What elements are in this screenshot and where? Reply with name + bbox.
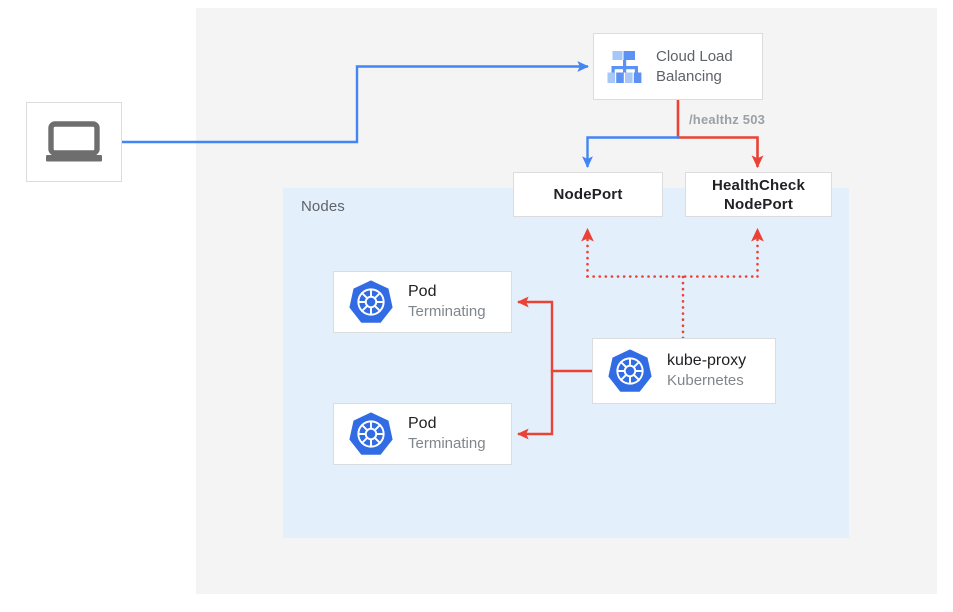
kubernetes-icon — [348, 411, 394, 457]
laptop-icon — [45, 121, 103, 163]
cloud-load-balancing-icon — [606, 50, 644, 84]
kube-proxy-title: kube-proxy — [667, 352, 747, 369]
kubernetes-icon — [607, 348, 653, 394]
clb-label-line2: Balancing — [656, 67, 722, 85]
clb-label-line1: Cloud Load — [656, 47, 733, 65]
pod-2-text: Pod Terminating — [408, 414, 486, 454]
client-box[interactable] — [26, 102, 122, 182]
cloud-load-balancing-box[interactable]: Cloud Load Balancing — [593, 33, 763, 100]
nodeport-box[interactable]: NodePort — [513, 172, 663, 217]
cloud-load-balancing-label: Cloud Load Balancing — [656, 47, 733, 87]
kubernetes-icon — [348, 279, 394, 325]
healthcheck-nodeport-label-line2: NodePort — [723, 195, 794, 213]
pod-1-title: Pod — [408, 283, 437, 300]
nodes-panel-label: Nodes — [301, 198, 345, 215]
pod-box-1[interactable]: Pod Terminating — [333, 271, 512, 333]
pod-2-subtitle: Terminating — [408, 435, 486, 452]
kube-proxy-subtitle: Kubernetes — [667, 372, 744, 389]
nodeport-label: NodePort — [553, 186, 623, 203]
healthcheck-nodeport-box[interactable]: HealthCheck NodePort — [685, 172, 832, 217]
healthcheck-nodeport-label-line1: HealthCheck — [711, 176, 806, 194]
healthcheck-nodeport-label: HealthCheck NodePort — [712, 176, 805, 214]
kube-proxy-text: kube-proxy Kubernetes — [667, 351, 746, 391]
pod-1-subtitle: Terminating — [408, 303, 486, 320]
pod-2-title: Pod — [408, 415, 437, 432]
healthz-annotation: /healthz 503 — [689, 112, 766, 127]
pod-1-text: Pod Terminating — [408, 282, 486, 322]
pod-box-2[interactable]: Pod Terminating — [333, 403, 512, 465]
kube-proxy-box[interactable]: kube-proxy Kubernetes — [592, 338, 776, 404]
